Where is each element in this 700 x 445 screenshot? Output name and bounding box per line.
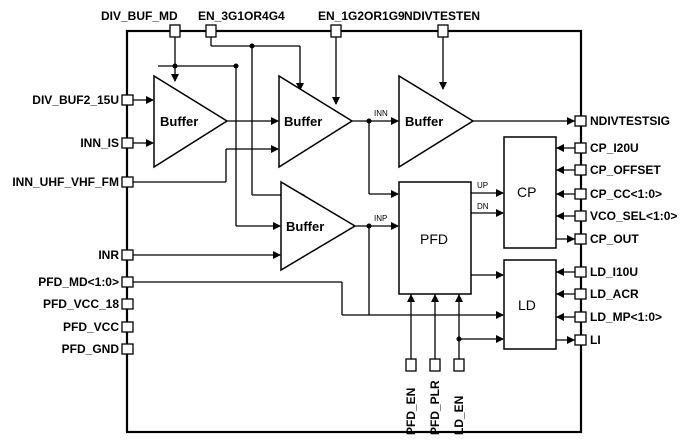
ld-block: LD	[503, 259, 557, 350]
pfd-md-label: PFD_MD<1:0>	[38, 275, 119, 289]
pin-cp-cc	[574, 188, 587, 200]
ld-en-label: LD_EN	[452, 396, 466, 435]
ld-i10u-label: LD_I10U	[590, 265, 638, 279]
ld-label: LD	[518, 297, 536, 313]
buffer-2-label: Buffer	[284, 114, 322, 129]
pfd-plr-label: PFD_PLR	[428, 380, 442, 435]
pin-inr	[121, 249, 134, 261]
div-buf-md-label: DIV_BUF_MD	[101, 9, 178, 23]
pin-pfd-vcc-18	[121, 298, 134, 310]
pin-ndivtestsig	[574, 115, 587, 127]
pin-pfd-md	[121, 276, 134, 288]
buffer-4: Buffer	[398, 74, 475, 169]
pin-div-buf-md	[169, 24, 181, 38]
buffer-3: Buffer	[280, 180, 357, 272]
en-1g2or1g9-label: EN_1G2OR1G9	[318, 9, 405, 23]
pin-ld-mp	[574, 311, 587, 323]
buffer-3-label: Buffer	[286, 219, 324, 234]
pin-pfd-gnd	[121, 343, 134, 355]
li-label: LI	[590, 333, 601, 347]
pfd-vcc-label: PFD_VCC	[63, 320, 119, 334]
top-pins: DIV_BUF_MD EN_3G1OR4G4 EN_1G2OR1G9 NDIVT…	[101, 9, 480, 38]
up-signal-label: UP	[477, 181, 488, 190]
cp-block: CP	[503, 136, 557, 249]
bottom-pins: PFD_EN PFD_PLR LD_EN	[404, 358, 466, 435]
ndivtesten-label: NDIVTESTEN	[404, 9, 480, 23]
pfd-gnd-label: PFD_GND	[62, 342, 120, 356]
pin-en-1g2or1g9	[330, 24, 342, 38]
div-buf2-15u-label: DIV_BUF2_15U	[32, 93, 119, 107]
pin-div-buf2-15u	[121, 94, 134, 106]
left-pins: DIV_BUF2_15U INN_IS INN_UHF_VHF_FM INR P…	[12, 93, 134, 356]
pin-cp-offset	[574, 164, 587, 176]
pfd-block: PFD	[398, 181, 472, 295]
dn-signal-label: DN	[477, 202, 489, 211]
inn-signal-label: INN	[374, 109, 388, 118]
inn-uhf-vhf-fm-label: INN_UHF_VHF_FM	[12, 175, 119, 189]
pin-ld-acr	[574, 288, 587, 300]
pfd-en-label: PFD_EN	[404, 388, 418, 435]
ld-mp-label: LD_MP<1:0>	[590, 310, 662, 324]
ld-acr-label: LD_ACR	[590, 287, 639, 301]
ndivtestsig-label: NDIVTESTSIG	[590, 114, 670, 128]
cp-out-label: CP_OUT	[590, 232, 639, 246]
pin-li	[574, 334, 587, 346]
right-pins: NDIVTESTSIG CP_I20U CP_OFFSET CP_CC<1:0>…	[574, 114, 677, 347]
pin-pfd-vcc	[121, 321, 134, 333]
buffer-1: Buffer	[153, 74, 229, 169]
pin-ld-i10u	[574, 266, 587, 278]
inn-is-label: INN_IS	[80, 136, 119, 150]
module-boundary	[125, 29, 583, 434]
pfd-label: PFD	[420, 231, 448, 247]
pin-inn-uhf-vhf-fm	[121, 176, 134, 188]
en-3g1or4g4-label: EN_3G1OR4G4	[198, 9, 285, 23]
arrow-heads	[146, 74, 575, 344]
cp-label: CP	[517, 184, 536, 200]
vco-sel-label: VCO_SEL<1:0>	[590, 209, 677, 223]
inp-signal-label: INP	[374, 214, 387, 223]
cp-i20u-label: CP_I20U	[590, 141, 639, 155]
pin-cp-i20u	[574, 142, 587, 154]
buffer-4-label: Buffer	[405, 114, 443, 129]
junction-dots	[172, 43, 462, 342]
pin-ld-en	[453, 358, 465, 372]
pin-vco-sel	[574, 210, 587, 222]
pin-pfd-plr	[429, 358, 441, 372]
wires	[133, 37, 575, 359]
pin-pfd-en	[405, 358, 417, 372]
cp-offset-label: CP_OFFSET	[590, 163, 661, 177]
pin-cp-out	[574, 233, 587, 245]
buffer-1-label: Buffer	[160, 114, 198, 129]
pin-ndivtesten	[437, 24, 449, 38]
pin-inn-is	[121, 137, 134, 149]
inr-label: INR	[98, 248, 119, 262]
cp-cc-label: CP_CC<1:0>	[590, 187, 662, 201]
pfd-vcc-18-label: PFD_VCC_18	[43, 297, 119, 311]
buffer-2: Buffer	[278, 74, 354, 169]
pin-en-3g1or4g4	[205, 24, 217, 38]
